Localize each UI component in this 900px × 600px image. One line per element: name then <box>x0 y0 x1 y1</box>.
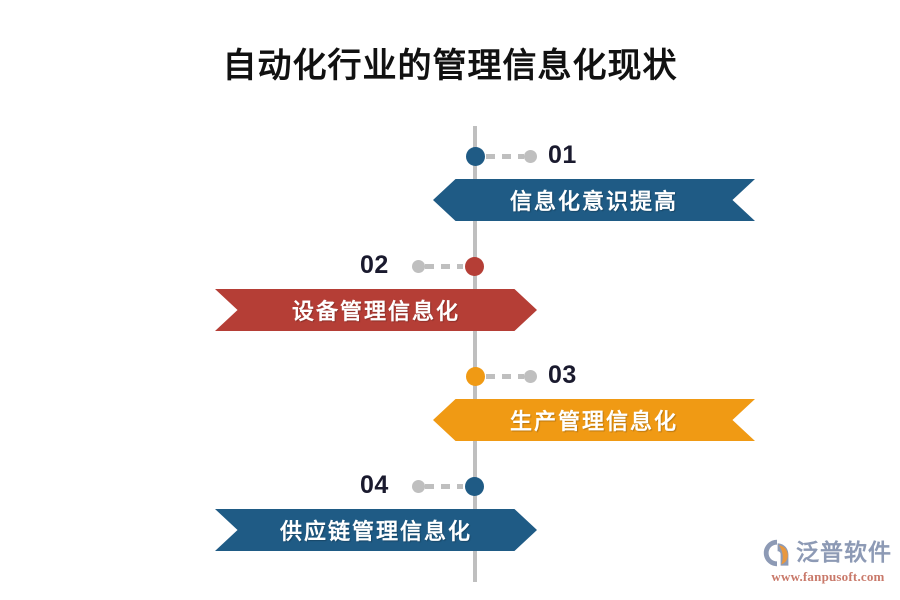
timeline-dot-02 <box>465 257 484 276</box>
timeline-dot-03 <box>466 367 485 386</box>
brand-url: www.fanpusoft.com <box>771 569 885 584</box>
timeline-dot-small-01 <box>524 150 537 163</box>
timeline-banner-04[interactable]: 供应链管理信息化 <box>215 509 537 551</box>
brand-logo: 泛普软件 www.fanpusoft.com <box>762 538 894 590</box>
timeline-dot-small-03 <box>524 370 537 383</box>
brand-logo-row: 泛普软件 <box>762 538 894 568</box>
timeline-number-03: 03 <box>548 361 577 389</box>
banner-shape-03 <box>433 399 755 441</box>
fanpu-logo-icon <box>762 538 792 568</box>
timeline-dot-small-04 <box>412 480 425 493</box>
timeline-number-04: 04 <box>360 471 389 499</box>
timeline-banner-03[interactable]: 生产管理信息化 <box>433 399 755 441</box>
timeline-banner-label-04: 供应链管理信息化 <box>279 519 472 545</box>
timeline-connector-04: 04 <box>360 471 490 502</box>
timeline-connector-01: 01 <box>466 141 626 172</box>
timeline-dash-03 <box>486 374 524 379</box>
timeline-banner-label-01: 信息化意识提高 <box>509 189 678 215</box>
timeline-dash-04 <box>425 484 463 489</box>
timeline-spine <box>473 126 477 582</box>
timeline-dot-small-02 <box>412 260 425 273</box>
timeline-dot-01 <box>466 147 485 166</box>
timeline-banner-label-02: 设备管理信息化 <box>291 299 460 325</box>
timeline-banner-01[interactable]: 信息化意识提高 <box>433 179 755 221</box>
banner-shape-01 <box>433 179 755 221</box>
timeline-connector-03: 03 <box>466 361 626 392</box>
banner-shape-04 <box>215 509 537 551</box>
timeline-banner-02[interactable]: 设备管理信息化 <box>215 289 537 331</box>
timeline-banner-label-03: 生产管理信息化 <box>509 409 678 435</box>
page-title: 自动化行业的管理信息化现状 <box>222 46 678 86</box>
timeline-dash-02 <box>425 264 463 269</box>
timeline-dot-04 <box>465 477 484 496</box>
brand-name: 泛普软件 <box>796 539 892 566</box>
timeline-connector-02: 02 <box>360 251 490 282</box>
timeline-dash-01 <box>486 154 524 159</box>
banner-shape-02 <box>215 289 537 331</box>
timeline-number-01: 01 <box>548 141 577 169</box>
timeline-number-02: 02 <box>360 251 389 279</box>
